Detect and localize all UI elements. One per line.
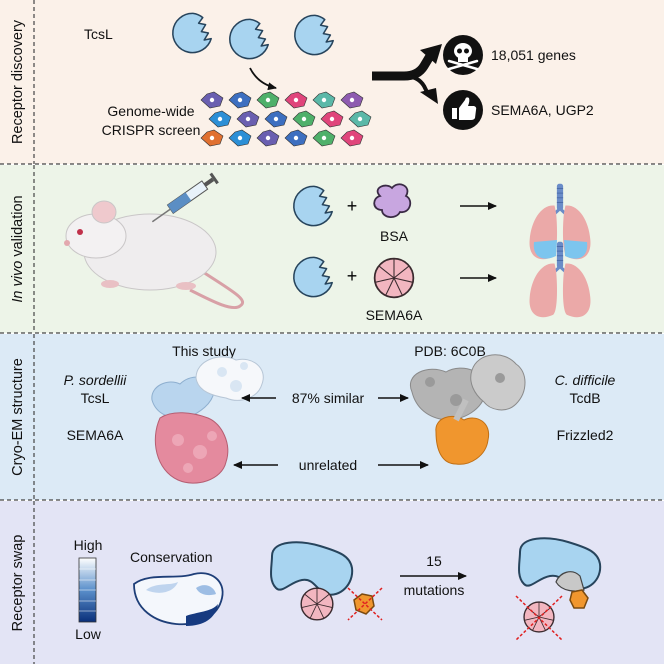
bsa-label: BSA xyxy=(380,228,409,244)
screen-label-line2: CRISPR screen xyxy=(102,122,201,138)
thumbs-up-icon xyxy=(443,90,483,130)
right-receptor-label: Frizzled2 xyxy=(557,427,614,443)
hits-label: SEMA6A, UGP2 xyxy=(491,102,594,118)
screen-label-line1: Genome-wide xyxy=(107,103,194,119)
mutation-word: mutations xyxy=(404,582,465,598)
pdb-header: PDB: 6C0B xyxy=(414,343,486,359)
tcsl-label: TcsL xyxy=(84,26,113,42)
split-arrow-down xyxy=(403,74,430,95)
left-toxin-label: TcsL xyxy=(81,390,110,406)
similarity-label: 87% similar xyxy=(292,390,365,406)
side-label-swap: Receptor swap xyxy=(10,535,26,632)
side-label-discovery: Receptor discovery xyxy=(10,19,26,144)
skull-icon xyxy=(443,35,483,75)
sema6a-receptor-icon xyxy=(373,257,415,299)
toxin-to-cells-arrow xyxy=(249,67,277,91)
cell-library-icons xyxy=(200,91,372,147)
frizzled-crossed-icon xyxy=(347,587,383,621)
side-label-structure: Cryo-EM structure xyxy=(10,358,26,476)
sema6a-receptor-icon xyxy=(300,587,334,621)
tcdb-frizzled2-structure xyxy=(409,354,526,465)
conservation-surface-icon xyxy=(133,572,224,626)
sema6a-label: SEMA6A xyxy=(366,307,423,323)
this-study-header: This study xyxy=(172,343,236,359)
left-species-label: P. sordellii xyxy=(64,372,128,388)
sema6a-crossed-icon xyxy=(515,595,563,641)
plus-sign: + xyxy=(347,196,358,216)
syringe-icon xyxy=(151,172,219,223)
structure-panel xyxy=(0,334,664,500)
tcsl-sema6a-structure xyxy=(151,356,264,484)
conservation-label: Conservation xyxy=(130,549,213,565)
mutant-tcsl-complex-icon xyxy=(518,537,602,609)
side-label-validation: In vivo validation xyxy=(10,195,26,302)
mouse-illustration xyxy=(64,200,244,309)
relation-label: unrelated xyxy=(299,457,357,473)
right-species-label: C. difficile xyxy=(555,372,616,388)
scale-low-label: Low xyxy=(75,626,102,642)
right-toxin-label: TcdB xyxy=(569,390,600,406)
mutation-count: 15 xyxy=(426,553,442,569)
scale-high-label: High xyxy=(74,537,103,553)
genes-count-label: 18,051 genes xyxy=(491,47,576,63)
left-receptor-label: SEMA6A xyxy=(67,427,124,443)
plus-sign: + xyxy=(347,266,358,286)
bsa-blob-icon xyxy=(373,183,412,218)
